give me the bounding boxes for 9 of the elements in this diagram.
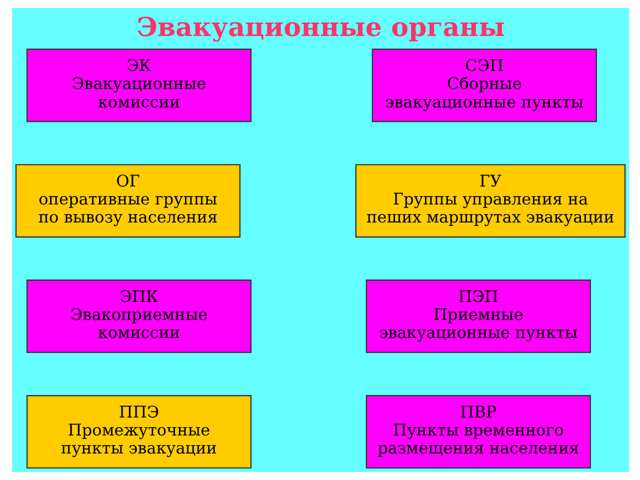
node-box: ППЭ Промежуточные пункты эвакуации: [26, 395, 252, 469]
node-box: ОГ оперативные группы по вывозу населения: [14, 164, 240, 238]
node-box: ЭК Эвакуационные комиссии: [26, 48, 252, 122]
node-box: ПЭП Приемные эвакуационные пункты: [365, 280, 590, 354]
node-box: ЭПК Эвакоприемные комиссии: [26, 280, 252, 354]
diagram-title: Эвакуационные органы: [136, 12, 504, 43]
node-box: ГУ Группы управления на пеших маршрутах эвакуации: [354, 164, 626, 238]
node-box: СЭП Сборные эвакуационные пункты: [371, 48, 596, 122]
node-box: ПВР Пункты временного размещения населения: [365, 395, 590, 469]
